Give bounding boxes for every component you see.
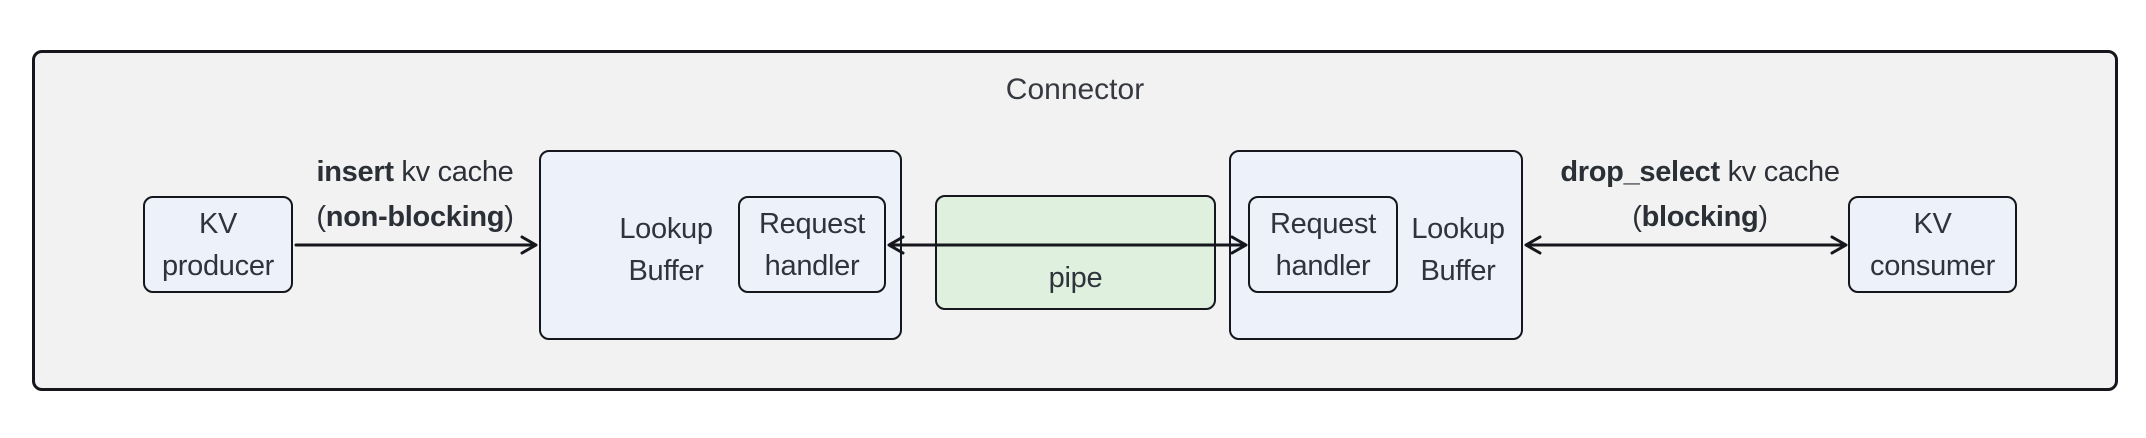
request-handler-right-label-line1: Request — [1270, 207, 1376, 240]
lookup-buffer-right-label-line1: Lookup — [1411, 213, 1505, 245]
request-handler-right-label-line2: handler — [1275, 249, 1371, 282]
request-handler-left-label-line2: handler — [764, 249, 860, 282]
kv-consumer-label-line1: KV — [1913, 207, 1952, 240]
lookup-buffer-right-label-line2: Buffer — [1420, 255, 1496, 287]
kv-consumer-node: KV consumer — [1848, 196, 2017, 293]
drop-select-paren-close: ) — [1758, 201, 1768, 233]
insert-object: kv cache — [393, 156, 514, 188]
kv-producer-label-line1: KV — [198, 207, 238, 240]
insert-mode: non-blocking — [325, 201, 505, 233]
drop-select-edge-label-line1: drop_select kv cache — [1528, 150, 1872, 195]
insert-edge-label-line2: (non-blocking) — [297, 195, 533, 240]
insert-verb: insert — [316, 156, 394, 188]
request-handler-right-node: Request handler — [1248, 196, 1398, 293]
drop-select-verb: drop_select — [1560, 156, 1720, 188]
insert-edge-label: insert kv cache (non-blocking) — [297, 150, 533, 240]
kv-consumer-label-line2: consumer — [1870, 249, 1995, 282]
request-handler-left-node: Request handler — [738, 196, 886, 293]
drop-select-mode: blocking — [1641, 201, 1759, 233]
drop-select-edge-label: drop_select kv cache (blocking) — [1528, 150, 1872, 240]
insert-paren-open: ( — [316, 201, 326, 233]
kv-producer-label-line2: producer — [161, 249, 275, 282]
lookup-buffer-left-label-line2: Buffer — [628, 255, 704, 287]
drop-select-paren-open: ( — [1632, 201, 1642, 233]
insert-paren-close: ) — [504, 201, 514, 233]
lookup-buffer-left-label-line1: Lookup — [619, 213, 713, 245]
connector-title: Connector — [1005, 73, 1145, 106]
kv-producer-node: KV producer — [143, 196, 293, 293]
pipe-node: pipe — [935, 195, 1216, 310]
drop-select-object: kv cache — [1719, 156, 1840, 188]
lookup-buffer-right-label: Lookup Buffer — [1348, 208, 1568, 292]
request-handler-left-label-line1: Request — [759, 207, 865, 240]
lookup-buffer-left-label: Lookup Buffer — [556, 208, 776, 292]
pipe-label: pipe — [1048, 262, 1103, 294]
drop-select-edge-label-line2: (blocking) — [1528, 195, 1872, 240]
insert-edge-label-line1: insert kv cache — [297, 150, 533, 195]
